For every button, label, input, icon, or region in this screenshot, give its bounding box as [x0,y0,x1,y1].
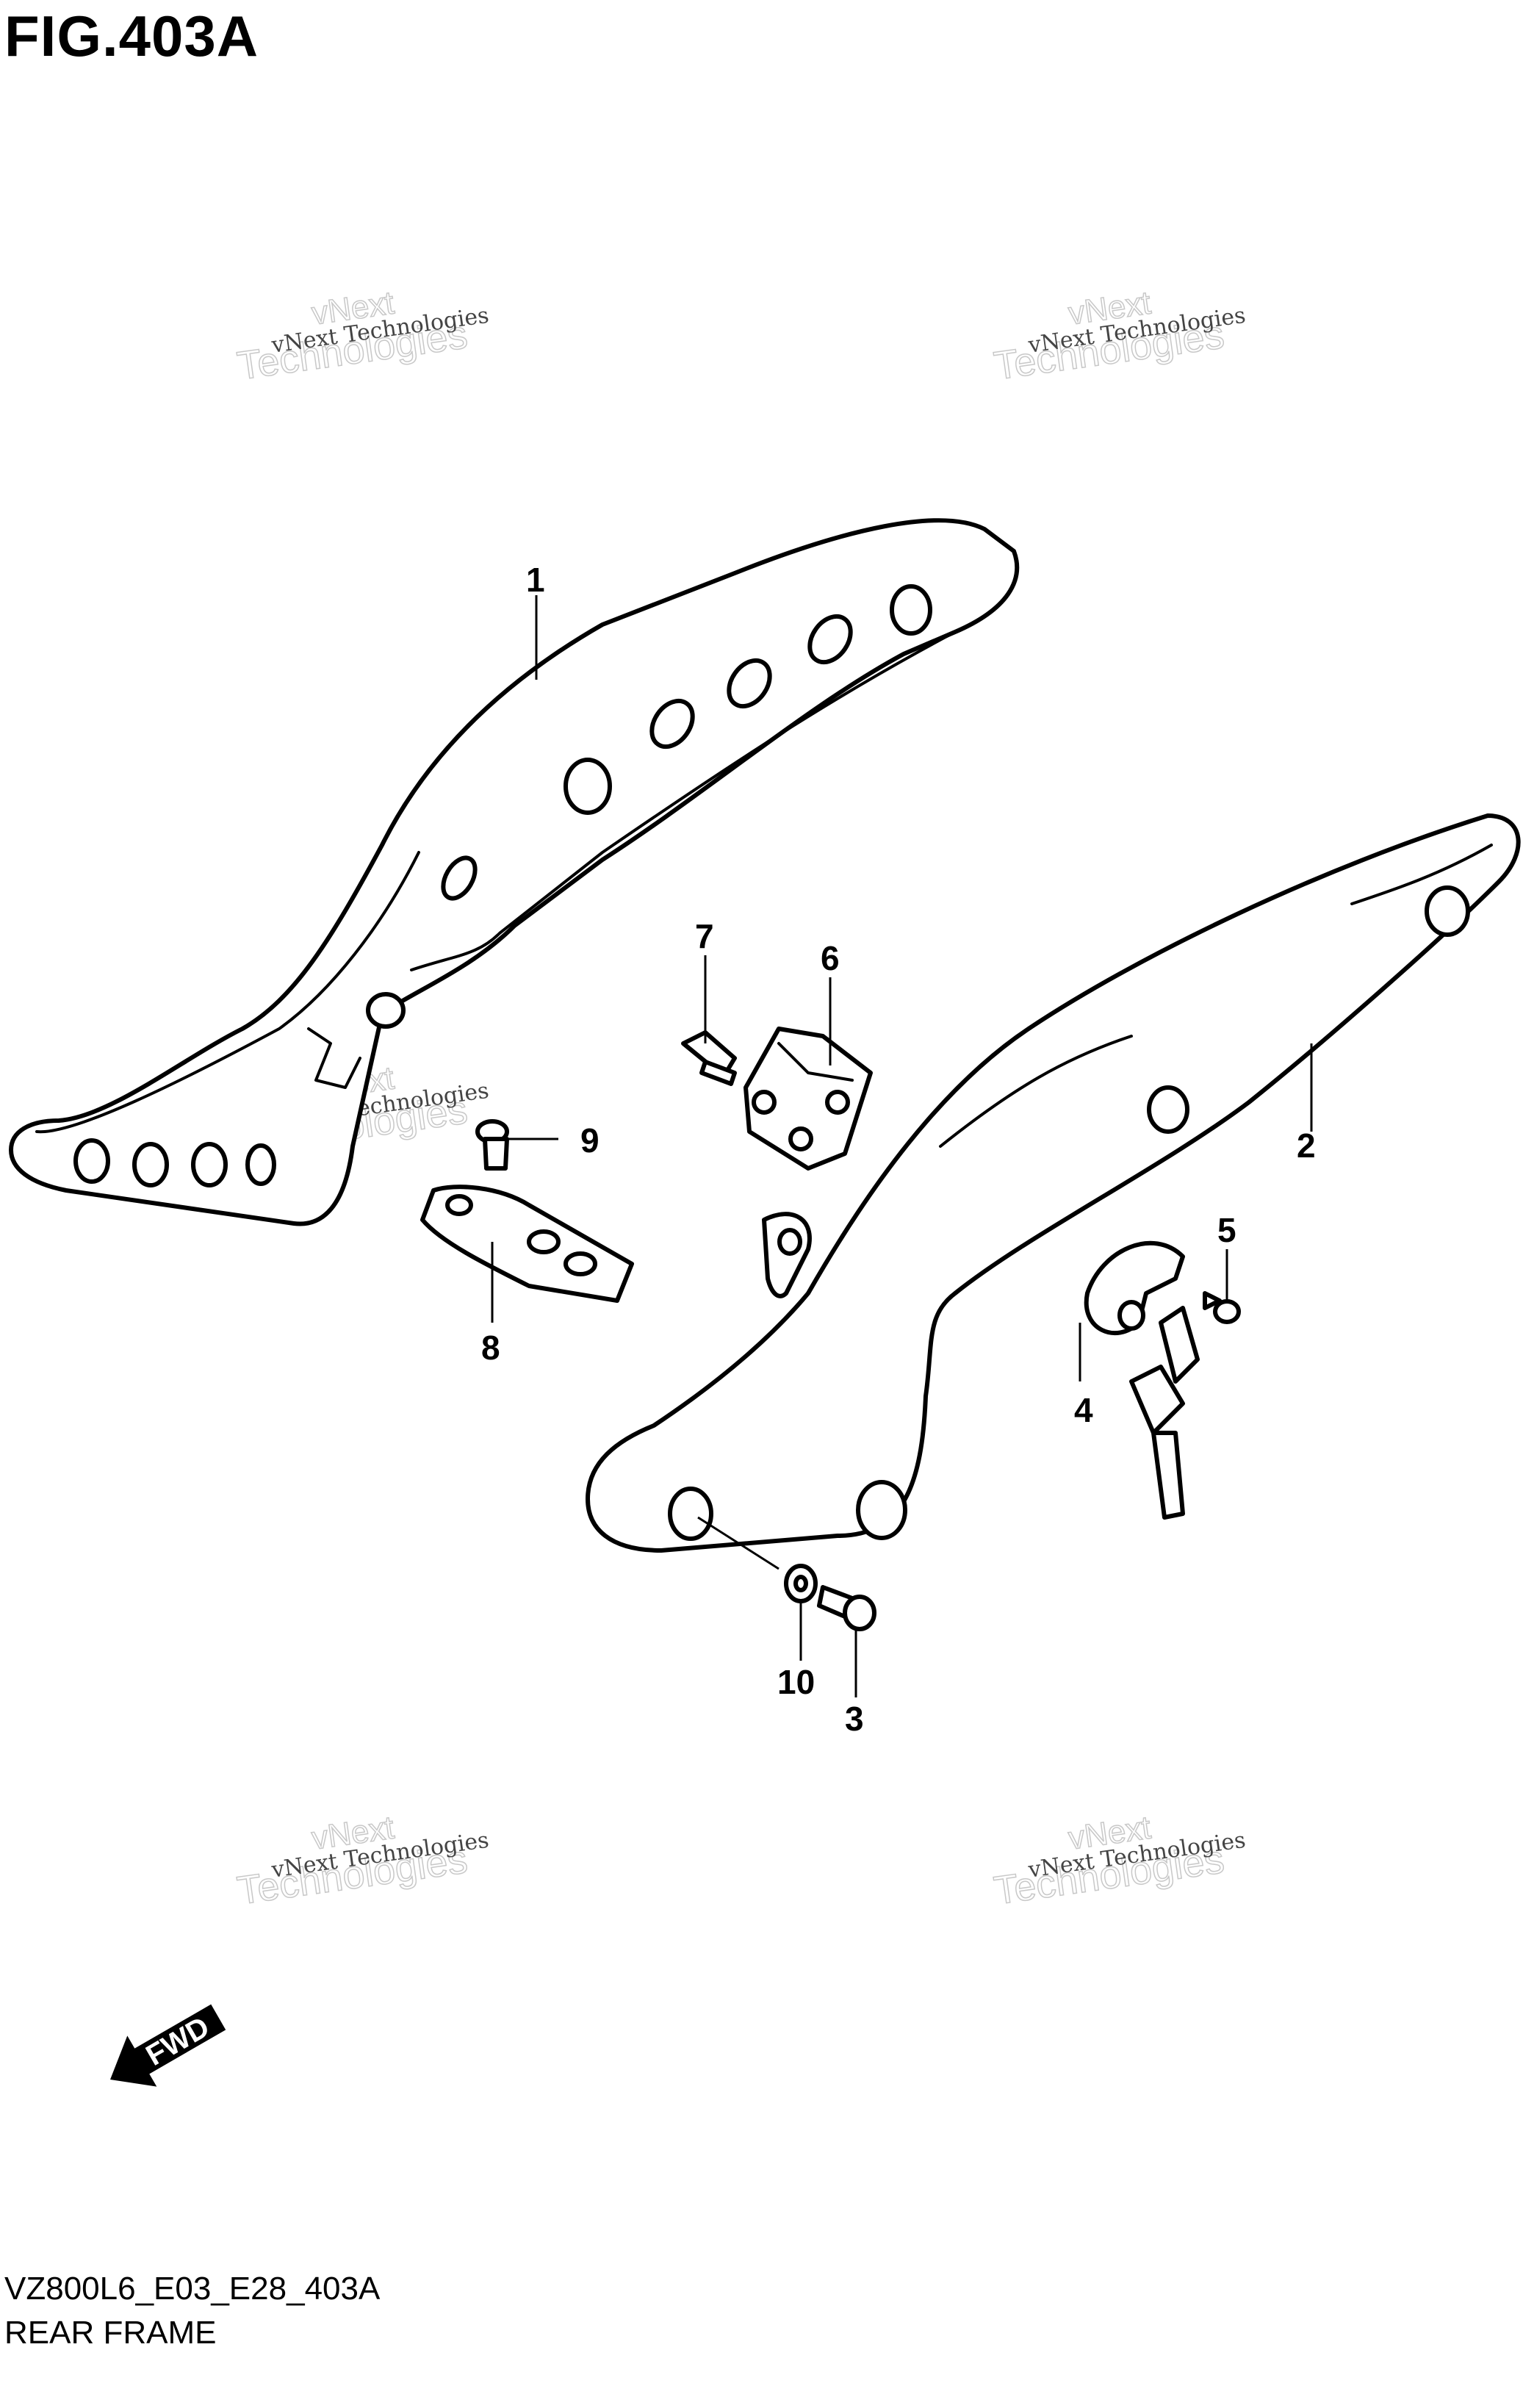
callout-4: 4 [1074,1391,1093,1429]
leader-lines [491,595,1313,1697]
figure-name: REAR FRAME [4,2315,217,2351]
callout-7: 7 [695,917,714,955]
part-1-frame-left [9,518,1020,1226]
watermark: Technologies vNext vNext Technologies [991,284,1247,389]
fwd-arrow-icon: FWD [110,2004,226,2087]
figure-title: FIG.403A [4,4,259,68]
callout-5: 5 [1217,1211,1236,1249]
watermark: Technologies vNext vNext Technologies [234,284,491,389]
part-3-bolt [817,1585,876,1631]
callout-1: 1 [526,561,545,599]
callout-6: 6 [821,939,840,977]
part-8-plate [420,1185,634,1303]
callout-3: 3 [845,1700,864,1738]
part-2-frame-right [586,813,1521,1553]
figure-code: VZ800L6_E03_E28_403A [4,2271,381,2307]
callout-8: 8 [481,1329,500,1367]
part-6-bracket [744,1027,873,1171]
part-5-screw [1203,1291,1241,1324]
watermark: Technologies vNext vNext Technologies [234,1809,491,1913]
part-7-bolt [681,1030,737,1086]
part-10-washer [784,1564,818,1603]
part-4-lock [1084,1240,1200,1520]
callout-10: 10 [777,1663,815,1701]
fwd-label: FWD [140,2010,215,2072]
part-9-screw [475,1119,509,1171]
callouts: 1 2 3 4 5 6 7 8 9 10 [481,561,1316,1738]
watermark: Technologies vNext vNext Technologies [991,1809,1247,1913]
callout-9: 9 [580,1121,600,1160]
callout-2: 2 [1297,1126,1316,1165]
